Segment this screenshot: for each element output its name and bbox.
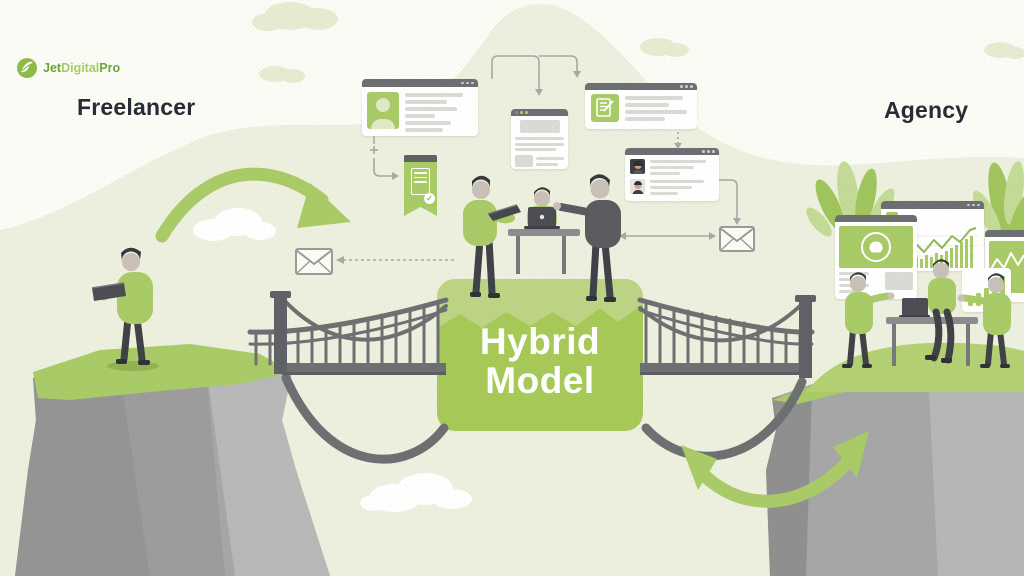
ribbon-document-icon bbox=[411, 168, 430, 195]
bridge bbox=[247, 291, 816, 464]
freelancer-heading: Freelancer bbox=[77, 94, 196, 120]
window-titlebar bbox=[881, 201, 984, 209]
branding-window bbox=[835, 215, 917, 299]
profile-avatar-icon bbox=[367, 92, 399, 129]
zigzag-line-icon bbox=[989, 252, 1024, 272]
window-titlebar bbox=[835, 215, 917, 222]
window-titlebar bbox=[511, 109, 568, 116]
right-cliff bbox=[766, 364, 1024, 576]
agency-heading: Agency bbox=[884, 97, 969, 123]
document-text-lines bbox=[625, 94, 691, 122]
profile-browser-card bbox=[362, 79, 478, 136]
brain-text-lines bbox=[839, 272, 881, 293]
window-titlebar bbox=[985, 230, 1024, 237]
window-titlebar bbox=[362, 79, 478, 87]
brand-logo: JetDigitalPro bbox=[16, 57, 120, 79]
article-browser-card bbox=[511, 109, 568, 169]
hybrid-label-line2: Model bbox=[485, 360, 595, 401]
profile-row bbox=[630, 159, 714, 175]
hybrid-label-line1: Hybrid bbox=[479, 320, 601, 362]
brain-panel-icon bbox=[839, 226, 913, 268]
member-avatar-icon bbox=[630, 159, 645, 174]
freelancer-to-bridge-arrow bbox=[155, 167, 351, 243]
bar-chart-card bbox=[962, 268, 1011, 312]
bridge-to-agency-arrow bbox=[681, 431, 869, 508]
white-clouds bbox=[193, 208, 472, 512]
document-browser-card bbox=[585, 83, 697, 129]
team-profiles-browser-card bbox=[625, 148, 719, 201]
document-check-icon bbox=[591, 94, 619, 122]
profile-row bbox=[630, 179, 714, 195]
hybrid-model-label: Hybrid Model bbox=[437, 279, 643, 431]
pale-clouds bbox=[252, 2, 1024, 83]
ribbon-check-badge-icon: ✓ bbox=[424, 193, 435, 204]
window-titlebar bbox=[625, 148, 719, 155]
ribbon-header bbox=[404, 155, 437, 162]
left-cliff bbox=[15, 344, 330, 576]
member-avatar-icon bbox=[630, 179, 645, 194]
window-titlebar bbox=[585, 83, 697, 90]
logo-leaf-icon bbox=[17, 58, 37, 78]
brand-name: JetDigitalPro bbox=[43, 61, 121, 75]
profile-text-lines bbox=[405, 92, 473, 132]
certificate-ribbon: ✓ bbox=[404, 155, 437, 216]
